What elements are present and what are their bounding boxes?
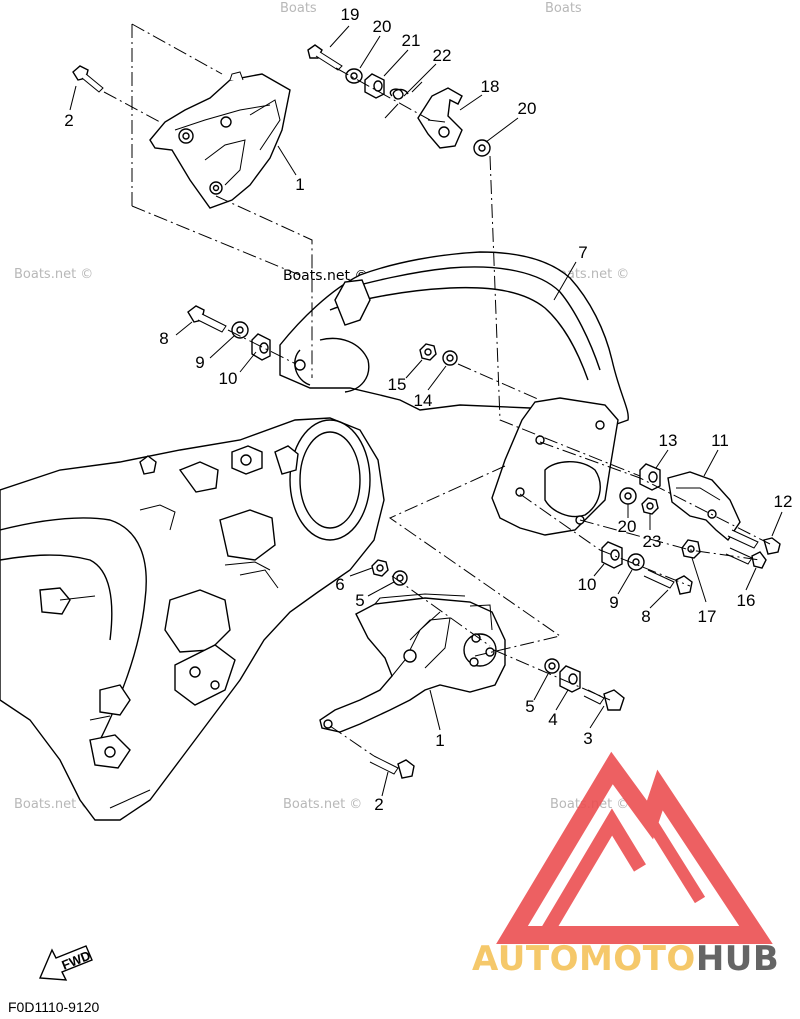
callout-18: 18 — [481, 77, 500, 96]
watermark: Boats.net © — [14, 267, 93, 282]
bracket-11 — [667, 471, 741, 542]
callout-14: 14 — [414, 391, 433, 410]
logo-wordmark: AUTOMOTOHUB — [472, 939, 779, 979]
bolt-3 — [583, 689, 625, 711]
watermark: Boats — [545, 1, 582, 16]
nut-23 — [641, 497, 659, 515]
callout-1: 1 — [295, 175, 304, 194]
callout-1: 1 — [435, 731, 444, 750]
watermark: Boats.net © — [283, 797, 362, 812]
callout-2: 2 — [64, 111, 73, 130]
bolt-19 — [307, 44, 343, 71]
bolt-2-bottom — [369, 755, 415, 779]
callout-5: 5 — [355, 591, 364, 610]
bolt-8-right — [643, 569, 693, 595]
collar-10-right — [601, 541, 623, 569]
leader-lines — [69, 23, 783, 797]
callout-19: 19 — [341, 5, 360, 24]
callout-4: 4 — [548, 710, 557, 729]
bolt-16 — [725, 547, 767, 569]
callout-7: 7 — [578, 243, 587, 262]
collar-4 — [559, 665, 581, 693]
callout-labels: 19 20 21 22 18 20 2 1 7 8 9 10 15 14 13 … — [64, 5, 792, 814]
callout-15: 15 — [388, 375, 407, 394]
diagram-code: F0D1110-9120 — [8, 999, 100, 1015]
callout-13: 13 — [659, 431, 678, 450]
callout-9: 9 — [609, 593, 618, 612]
logo-inner-stroke — [541, 808, 646, 934]
logo-triangle-mark — [496, 751, 773, 944]
lower-bracket — [319, 593, 506, 733]
spring-22 — [384, 81, 423, 119]
callout-11: 11 — [711, 431, 729, 450]
callout-8: 8 — [641, 607, 650, 626]
logo-word-light: AUTOMOTO — [472, 939, 696, 979]
callout-3: 3 — [583, 729, 592, 748]
callout-20: 20 — [518, 99, 537, 118]
watermark: Boats.net © — [14, 797, 93, 812]
logo-word-dark: HUB — [696, 939, 779, 979]
callout-20: 20 — [373, 17, 392, 36]
callout-9: 9 — [195, 353, 204, 372]
nut-15 — [419, 343, 437, 361]
nut-17 — [681, 539, 701, 559]
callout-16: 16 — [737, 591, 756, 610]
pump-intermediate-housing — [0, 417, 385, 821]
bolt-2-top — [72, 65, 104, 93]
callout-17: 17 — [698, 607, 717, 626]
callout-23: 23 — [643, 532, 662, 551]
callout-8: 8 — [159, 329, 168, 348]
nut-6 — [371, 559, 389, 577]
callout-5: 5 — [525, 697, 534, 716]
drawing-lines — [0, 44, 781, 981]
watermark: Boats — [280, 1, 317, 16]
callout-21: 21 — [402, 31, 421, 50]
bracket-18 — [417, 87, 463, 149]
callout-22: 22 — [433, 46, 452, 65]
automotohub-logo: AUTOMOTOHUB — [472, 751, 779, 979]
callout-6: 6 — [335, 575, 344, 594]
watermark: Boats.net © — [283, 268, 368, 284]
callout-10: 10 — [578, 575, 597, 594]
fwd-arrow — [38, 945, 93, 981]
collar-13 — [639, 463, 661, 491]
bolt-8-left — [187, 305, 227, 333]
callout-20: 20 — [618, 517, 637, 536]
fwd-label: FWD — [60, 948, 93, 973]
callout-2: 2 — [374, 795, 383, 814]
callout-12: 12 — [774, 492, 793, 511]
bolt-12 — [727, 529, 781, 555]
jet-pump-housing — [279, 251, 629, 536]
callout-10: 10 — [219, 369, 238, 388]
upper-bracket — [149, 71, 291, 209]
